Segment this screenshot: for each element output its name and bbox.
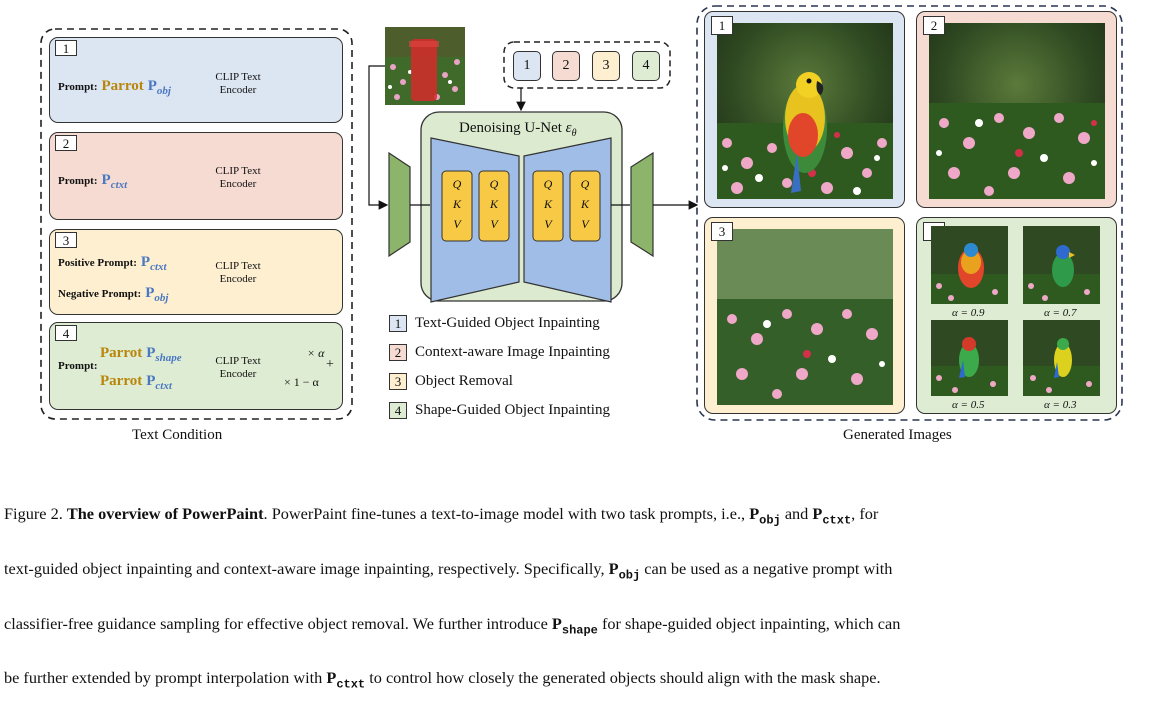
generated-image-parrot — [717, 23, 893, 199]
caption-line-1: Figure 2. The overview of PowerPaint. Po… — [4, 504, 879, 528]
plus-sign: + — [326, 357, 334, 372]
generated-images-container — [696, 5, 1123, 421]
generated-panel-4: 4 α = 0.9 α = 0.7 α = 0.5 α = 0.3 — [916, 217, 1117, 414]
generated-panel-number: 1 — [711, 16, 733, 35]
encoder-label-2: CLIP Text Encoder — [215, 165, 261, 190]
encoder-label-1: CLIP Text Encoder — [215, 71, 261, 96]
positive-prompt-line: Positive Prompt: Pctxt — [58, 254, 167, 274]
legend-label-1: Text-Guided Object Inpainting — [415, 315, 600, 331]
generated-panel-3: 3 — [704, 217, 905, 414]
alpha-image-0-7 — [1023, 226, 1100, 304]
generated-image-flowers — [929, 23, 1105, 199]
legend-label-3: Object Removal — [415, 373, 513, 389]
text-panel-4: 4 — [49, 322, 343, 410]
prompt-line-4b: Parrot Pctxt — [100, 373, 172, 393]
alpha-image-0-3 — [1023, 320, 1100, 396]
alpha-label-0-3: α = 0.3 — [1044, 399, 1077, 411]
alpha-image-0-5 — [931, 320, 1008, 396]
caption-line-3: classifier-free guidance sampling for ef… — [4, 613, 901, 637]
task-chip-1: 1 — [513, 51, 541, 81]
caption-line-4: be further extended by prompt interpolat… — [4, 668, 881, 692]
masked-input-image — [385, 27, 465, 105]
task-chip-3: 3 — [592, 51, 620, 81]
encoder-label-3: CLIP Text Encoder — [215, 260, 261, 285]
generated-panel-1: 1 — [704, 11, 905, 208]
legend-label-4: Shape-Guided Object Inpainting — [415, 402, 610, 418]
input-block — [388, 151, 411, 258]
figure-caption: Figure 2. The overview of PowerPaint. Po… — [4, 478, 1159, 721]
prompt-line-4a: Parrot Pshape — [100, 345, 182, 365]
text-condition-container — [40, 28, 353, 420]
generated-panel-number: 3 — [711, 222, 733, 241]
generated-images-title: Generated Images — [843, 427, 952, 443]
legend-box-2: 2 — [389, 344, 407, 361]
alpha-image-0-9 — [931, 226, 1008, 304]
weight-alpha: × α — [307, 346, 325, 360]
panel-number: 3 — [55, 232, 77, 248]
alpha-label-0-9: α = 0.9 — [952, 307, 985, 319]
task-chips-container — [503, 41, 671, 89]
legend-box-3: 3 — [389, 373, 407, 390]
panel-number: 2 — [55, 135, 77, 151]
generated-panel-2: 2 — [916, 11, 1117, 208]
panel-number: 1 — [55, 40, 77, 56]
unet-title: Denoising U-Net εθ — [459, 120, 577, 139]
text-panel-3: 3 — [49, 229, 343, 315]
legend-box-1: 1 — [389, 315, 407, 332]
weight-one-minus-alpha: × 1 − α — [284, 375, 319, 389]
text-panel-2: 2 — [49, 132, 343, 220]
task-chip-4: 4 — [632, 51, 660, 81]
text-condition-title: Text Condition — [132, 427, 223, 443]
generated-panel-number: 2 — [923, 16, 945, 35]
task-chip-2: 2 — [552, 51, 580, 81]
generated-image-removed — [717, 229, 893, 405]
alpha-label-0-7: α = 0.7 — [1044, 307, 1077, 319]
negative-prompt-line: Negative Prompt: Pobj — [58, 285, 169, 305]
encoder-label-4: CLIP Text Encoder — [215, 355, 261, 380]
text-panel-1: 1 — [49, 37, 343, 123]
prompt-line-1: Prompt: Parrot Pobj — [58, 78, 171, 98]
legend-box-4: 4 — [389, 402, 407, 419]
panel-number: 4 — [55, 325, 77, 341]
caption-line-2: text-guided object inpainting and contex… — [4, 558, 893, 583]
prompt-label-4: Prompt: — [58, 360, 98, 372]
prompt-line-2: Prompt: Pctxt — [58, 172, 128, 192]
output-block — [630, 151, 654, 258]
alpha-label-0-5: α = 0.5 — [952, 399, 985, 411]
legend-label-2: Context-aware Image Inpainting — [415, 344, 610, 360]
